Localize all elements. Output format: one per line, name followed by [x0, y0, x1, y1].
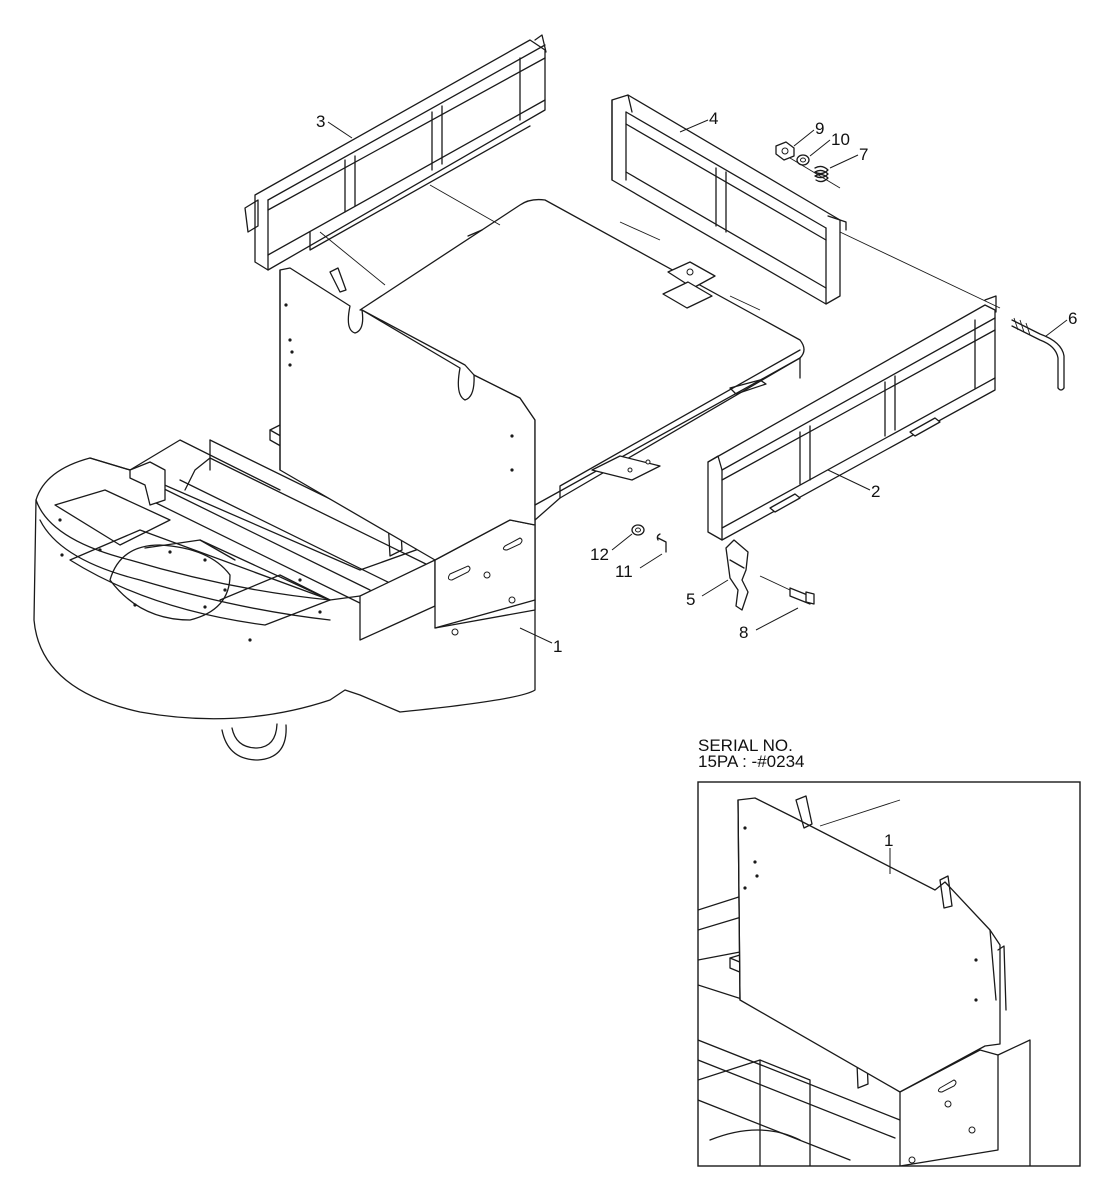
- gate-part-3: [244, 34, 547, 286]
- deck-cover: [359, 198, 805, 521]
- hardware-nut-washer-spring: [775, 141, 841, 189]
- pin-part-11: [656, 533, 667, 553]
- front-panel: [279, 267, 536, 561]
- callout-4: 4: [709, 109, 718, 128]
- callout-12: 12: [590, 545, 609, 564]
- inset-detail: 1: [697, 781, 1081, 1167]
- callout-6: 6: [1068, 309, 1077, 328]
- callout-7: 7: [859, 145, 868, 164]
- lever-part-5: [725, 539, 749, 611]
- callout-1: 1: [553, 637, 562, 656]
- serial-label-line-1: SERIAL NO.: [698, 736, 793, 755]
- callout-2: 2: [871, 482, 880, 501]
- bolt-part-8: [759, 575, 815, 605]
- callout-5: 5: [686, 590, 695, 609]
- callout-11: 11: [615, 562, 633, 581]
- main-frame-part-1: [33, 419, 536, 761]
- leader-lines: [327, 119, 1068, 644]
- callout-8: 8: [739, 623, 748, 642]
- serial-label-line-2: 15PA : -#0234: [698, 752, 805, 771]
- gate-part-4: [611, 94, 1001, 311]
- callout-9: 9: [815, 119, 824, 138]
- gate-part-2: [707, 295, 997, 541]
- inset-callout-1: 1: [884, 831, 893, 850]
- washer-part-12: [631, 524, 645, 536]
- callout-3: 3: [316, 112, 325, 131]
- pin-part-6: [1011, 317, 1065, 391]
- serial-number-label: SERIAL NO. 15PA : -#0234: [698, 736, 805, 771]
- callout-10: 10: [831, 130, 850, 149]
